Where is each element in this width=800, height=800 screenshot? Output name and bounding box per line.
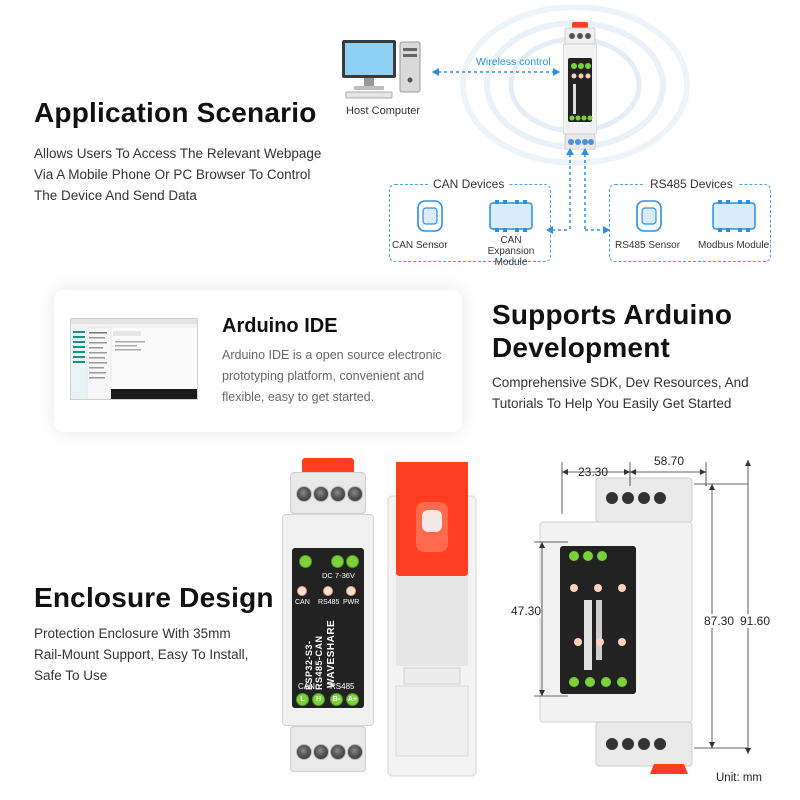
unit-label: Unit: mm: [716, 772, 762, 784]
can-led: [297, 586, 307, 596]
can-sensor-label: CAN Sensor: [392, 240, 448, 251]
enclosure-description: Protection Enclosure With 35mm Rail-Moun…: [34, 623, 294, 686]
screw-icon: [347, 486, 363, 502]
can-devices-title: CAN Devices: [428, 177, 510, 191]
rs485-sensor-label: RS485 Sensor: [615, 240, 681, 251]
label-line: CAN Expansion: [487, 235, 535, 257]
desc-line: Protection Enclosure With 35mm: [34, 626, 231, 641]
desc-line: flexible, easy to get started.: [222, 390, 375, 404]
screw-icon: [330, 486, 346, 502]
screw-icon: [347, 744, 363, 760]
brand-name: WAVESHARE: [326, 619, 337, 688]
screw-icon: [296, 486, 312, 502]
desc-line: Comprehensive SDK, Dev Resources, And: [492, 375, 749, 390]
title-line: Supports Arduino: [492, 299, 733, 330]
terminal-a-plus: A+: [346, 693, 359, 706]
desc-line: prototyping platform, convenient and: [222, 369, 425, 383]
desc-line: Arduino IDE is a open source electronic: [222, 348, 442, 362]
screw-icon: [313, 744, 329, 760]
screw-icon: [313, 486, 329, 502]
application-description: Allows Users To Access The Relevant Webp…: [34, 143, 334, 206]
desc-line: Allows Users To Access The Relevant Webp…: [34, 146, 322, 161]
pwr-led-label: PWR: [343, 599, 360, 606]
modbus-module-label: Modbus Module: [698, 240, 770, 251]
power-label: DC 7-36V: [322, 571, 355, 580]
screw-icon: [296, 744, 312, 760]
host-computer-label: Host Computer: [346, 105, 420, 117]
rs485-led: [323, 586, 333, 596]
terminal-h: H: [312, 693, 325, 706]
arduino-ide-description: Arduino IDE is a open source electronic …: [222, 345, 452, 408]
can-terminal-label: CAN: [298, 682, 315, 691]
model-name: ESP32-S3-RS485-CAN: [304, 635, 324, 690]
rail-clip: [302, 458, 354, 476]
arduino-description: Comprehensive SDK, Dev Resources, And Tu…: [492, 372, 792, 414]
can-expansion-module-icon: [488, 200, 534, 232]
rs485-devices-title: RS485 Devices: [645, 177, 738, 191]
title-line: Development: [492, 332, 671, 363]
dimension-47-30: 47.30: [511, 604, 542, 618]
device-front-view: DC 7-36V CAN RS485 PWR ESP32-S3-RS485-CA…: [282, 458, 374, 776]
usb-port-icon: [299, 555, 312, 568]
arduino-ide-screenshot: [70, 318, 198, 400]
desc-line: Safe To Use: [34, 668, 108, 683]
desc-line: Via A Mobile Phone Or PC Browser To Cont…: [34, 167, 311, 182]
section-title-arduino: Supports Arduino Development: [492, 298, 732, 364]
terminal-icon: [331, 555, 344, 568]
dimension-91-60: 91.60: [740, 614, 771, 628]
device-dimension-view: [534, 476, 694, 776]
rs485-terminal-label: RS485: [330, 682, 355, 691]
desc-line: Rail-Mount Support, Easy To Install,: [34, 647, 249, 662]
device-small-illustration: [562, 22, 598, 151]
desc-line: Tutorials To Help You Easily Get Started: [492, 396, 732, 411]
label-line: Module: [494, 257, 528, 268]
dimension-87-30: 87.30: [704, 614, 735, 628]
wireless-control-label: Wireless control: [476, 56, 551, 68]
pwr-led: [346, 586, 356, 596]
arduino-ide-title: Arduino IDE: [222, 315, 338, 337]
section-title-enclosure: Enclosure Design: [34, 582, 274, 613]
desc-line: The Device And Send Data: [34, 188, 197, 203]
device-side-view: [386, 456, 478, 778]
terminal-l: L: [296, 693, 309, 706]
terminal-icon: [346, 555, 359, 568]
terminal-b-minus: B-: [330, 693, 343, 706]
host-computer-icon: [338, 36, 428, 100]
dimension-58-70: 58.70: [654, 454, 685, 468]
rs485-sensor-icon: [634, 199, 664, 233]
rs485-led-label: RS485: [318, 599, 340, 606]
modbus-module-icon: [711, 200, 757, 232]
screw-icon: [330, 744, 346, 760]
front-panel: [292, 548, 364, 708]
section-title-application: Application Scenario: [34, 97, 317, 128]
dimension-lines: [530, 456, 770, 756]
wireless-arrow: [432, 64, 560, 76]
can-expansion-label: CAN Expansion Module: [476, 235, 546, 268]
can-led-label: CAN: [295, 599, 310, 606]
bus-connectors: [540, 148, 610, 238]
dimension-23-30: 23.30: [578, 465, 609, 479]
can-sensor-icon: [415, 199, 445, 233]
